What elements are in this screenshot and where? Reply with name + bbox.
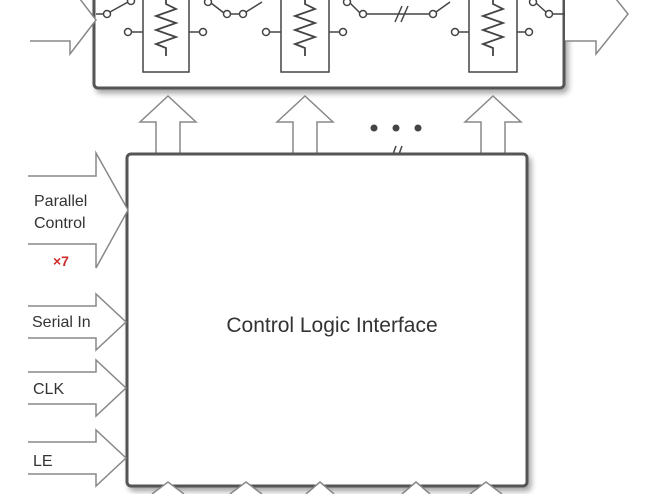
- serial-in-arrow: [28, 292, 128, 352]
- parallel-label-line1: Parallel: [34, 193, 88, 210]
- rf-in-arrow: [30, 0, 97, 57]
- attenuator-stage-n: [468, 0, 518, 73]
- control-logic-block: [125, 152, 529, 488]
- clk-label: CLK: [33, 381, 65, 398]
- control-logic-title: Control Logic Interface: [226, 314, 438, 337]
- control-bus-arrow-1: [138, 94, 198, 154]
- bottom-input-arrows: [151, 481, 503, 494]
- break-mark-top: [394, 5, 409, 23]
- control-bus-arrow-2: [275, 94, 335, 154]
- rf-out-arrow: [565, 0, 629, 57]
- control-bus-arrow-n: [463, 94, 523, 154]
- parallel-control-arrow: [28, 150, 129, 269]
- le-arrow: [28, 428, 128, 488]
- bypass-switches: [96, 0, 565, 37]
- parallel-count-label: ×7: [53, 253, 69, 269]
- attenuator-stage-2: [280, 0, 330, 73]
- le-label: LE: [33, 453, 53, 470]
- clk-arrow: [28, 358, 128, 418]
- serial-in-label: Serial In: [32, 314, 91, 331]
- parallel-label-line2: Control: [34, 215, 86, 232]
- attenuator-stage-1: [142, 0, 190, 73]
- ellipsis-dots: [370, 124, 422, 132]
